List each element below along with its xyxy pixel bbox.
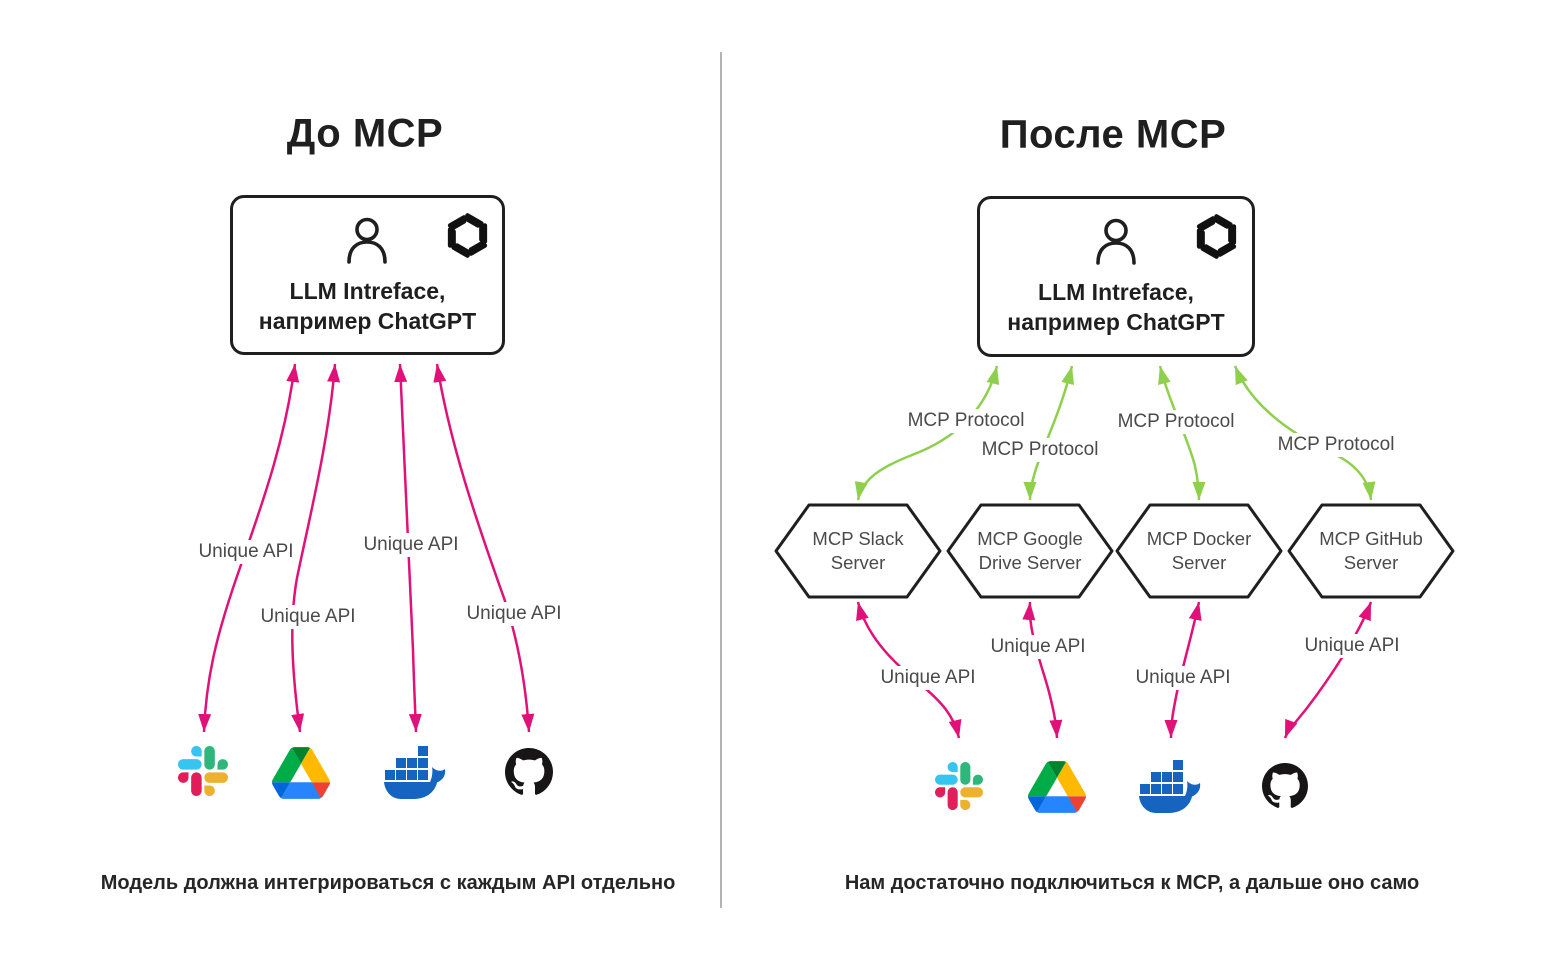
right-llm-label: LLM Intreface, например ChatGPT <box>980 277 1252 337</box>
left-unique-api-label-2: Unique API <box>256 605 360 629</box>
hexagon-docker-server-label: MCP Docker Server <box>1124 527 1274 575</box>
hexagon-slack-server-line1: MCP Slack <box>812 528 904 549</box>
hexagon-slack-server-label: MCP Slack Server <box>783 527 933 575</box>
google-drive-icon <box>1028 761 1086 813</box>
mcp-protocol-label-2: MCP Protocol <box>977 438 1103 462</box>
hexagon-github-server-label: MCP GitHub Server <box>1296 527 1446 575</box>
mcp-protocol-label-4: MCP Protocol <box>1273 433 1399 457</box>
hexagon-google-drive-server-line1: MCP Google <box>977 528 1083 549</box>
mcp-protocol-label-3: MCP Protocol <box>1113 410 1239 434</box>
left-llm-label-line1: LLM Intreface, <box>289 278 446 304</box>
right-caption: Нам достаточно подключиться к MCP, а дал… <box>844 872 1420 894</box>
right-unique-api-label-3: Unique API <box>1131 666 1235 690</box>
left-unique-api-label-4: Unique API <box>462 602 566 626</box>
hexagon-slack-server <box>774 503 942 599</box>
right-unique-api-label-2: Unique API <box>986 635 1090 659</box>
user-icon <box>1096 218 1136 265</box>
hexagon-slack-server-line2: Server <box>830 552 886 573</box>
right-title: После MCP <box>999 112 1227 157</box>
slack-icon <box>178 746 228 796</box>
docker-icon <box>384 746 446 799</box>
left-title: До MCP <box>286 111 444 156</box>
hexagon-github-server-line2: Server <box>1343 552 1399 573</box>
right-llm-box: LLM Intreface, например ChatGPT <box>977 196 1255 357</box>
right-unique-api-label-4: Unique API <box>1300 634 1404 658</box>
left-llm-box: LLM Intreface, например ChatGPT <box>230 195 505 355</box>
mcp-server-hexagons <box>774 503 1455 599</box>
user-icon <box>347 217 387 264</box>
openai-icon <box>447 213 488 258</box>
hexagon-google-drive-server-label: MCP Google Drive Server <box>955 527 1105 575</box>
left-llm-label-line2: например ChatGPT <box>258 308 477 334</box>
hexagon-google-drive-server-line2: Drive Server <box>978 552 1082 573</box>
hexagon-github-server <box>1287 503 1455 599</box>
hexagon-github-server-line1: MCP GitHub <box>1319 528 1423 549</box>
left-unique-api-label-1: Unique API <box>194 540 298 564</box>
google-drive-icon <box>272 747 330 799</box>
github-icon <box>505 748 553 795</box>
openai-icon <box>1196 214 1237 259</box>
docker-icon <box>1139 760 1201 813</box>
left-unique-api-label-3: Unique API <box>359 533 463 557</box>
right-llm-label-line2: например ChatGPT <box>1007 309 1225 335</box>
hexagon-docker-server-line1: MCP Docker <box>1146 528 1252 549</box>
hexagon-docker-server-line2: Server <box>1171 552 1227 573</box>
github-icon <box>1262 763 1308 808</box>
mcp-protocol-label-1: MCP Protocol <box>903 409 1029 433</box>
hexagon-docker-server <box>1115 503 1283 599</box>
left-unique-api-arrows <box>198 363 535 733</box>
right-unique-api-label-1: Unique API <box>876 666 980 690</box>
right-llm-label-line1: LLM Intreface, <box>1038 279 1194 305</box>
left-llm-label: LLM Intreface, например ChatGPT <box>233 276 502 336</box>
left-caption: Модель должна интегрироваться с каждым A… <box>100 872 676 894</box>
slack-icon <box>935 762 983 810</box>
hexagon-google-drive-server <box>946 503 1114 599</box>
